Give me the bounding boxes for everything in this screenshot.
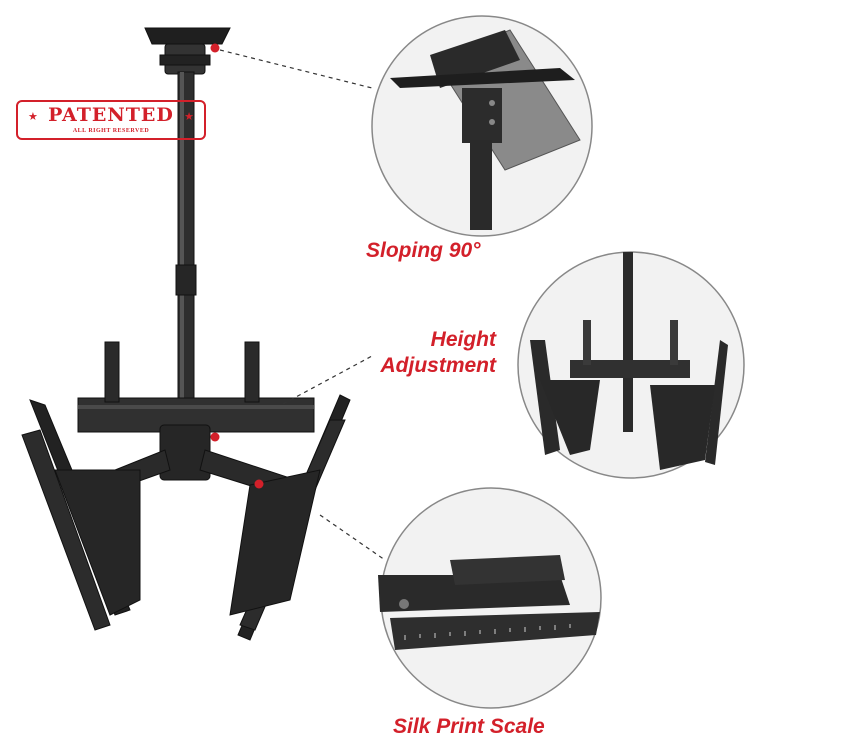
callout-dot-plate: [210, 43, 220, 53]
detail-circle-sloping: [371, 15, 593, 237]
callout-dot-scale: [254, 479, 264, 489]
patented-stamp: ★ PATENTED ALL RIGHT RESERVED ★: [16, 100, 206, 140]
sloping-label: Sloping 90°: [366, 239, 481, 262]
callout-dot-height: [210, 432, 220, 442]
star-icon: ★: [28, 111, 38, 123]
height-label-line1: Height: [430, 328, 496, 351]
detail-circle-scale: [378, 487, 602, 709]
stamp-subtitle: ALL RIGHT RESERVED: [72, 128, 150, 134]
height-label-line2: Adjustment: [380, 354, 497, 377]
leader-lines: [219, 49, 386, 561]
scale-label: Silk Print Scale: [393, 715, 545, 738]
stamp-title: PATENTED: [48, 104, 174, 126]
detail-circle-height: [517, 251, 745, 479]
ceiling-mount: [21, 27, 351, 641]
star-icon: ★: [184, 111, 194, 123]
